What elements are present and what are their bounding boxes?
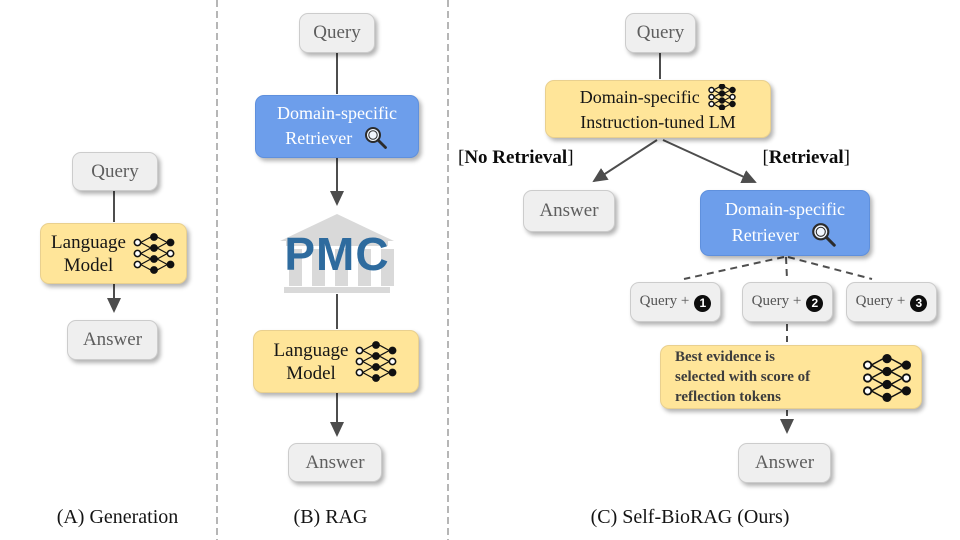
panel-c-evidence-selection-box: Best evidence is selected with score of … xyxy=(660,345,922,409)
answer-label: Answer xyxy=(754,452,815,473)
search-icon xyxy=(812,222,836,247)
language-model-label: Language Model xyxy=(273,339,349,384)
panel-a-answer-box: Answer xyxy=(67,320,158,360)
pmc-label: PMC xyxy=(284,228,390,280)
instruction-tuned-lm-label: Domain-specific Instruction-tuned LM xyxy=(580,83,736,135)
panel-c-query-box: Query xyxy=(625,13,696,53)
retrieval-label: [Retrieval] xyxy=(762,147,850,168)
panel-a-query-box: Query xyxy=(72,152,158,191)
language-model-label: Language Model xyxy=(51,231,126,276)
expanded-query-label: Query +2 xyxy=(752,293,824,312)
pmc-logo: PMC xyxy=(262,213,412,295)
retriever-label: Domain-specific Retriever xyxy=(277,102,397,151)
panel-c-answer-box: Answer xyxy=(738,443,831,483)
expanded-query-1-box: Query +1 xyxy=(630,282,721,322)
evidence-selection-label: Best evidence is selected with score of … xyxy=(675,349,811,405)
circled-number-2-icon: 2 xyxy=(806,294,824,312)
panel-b-caption: (B) RAG xyxy=(293,506,368,528)
panel-b-language-model-box: Language Model xyxy=(253,330,419,393)
panel-b-retriever-box: Domain-specific Retriever xyxy=(255,95,419,158)
expanded-query-label: Query +1 xyxy=(640,293,712,312)
panel-c-no-retrieval-answer-box: Answer xyxy=(523,190,615,232)
neural-network-icon xyxy=(863,354,912,402)
panel-c-retriever-box: Domain-specific Retriever xyxy=(700,190,870,256)
search-icon xyxy=(364,127,387,149)
answer-label: Answer xyxy=(539,200,599,221)
expanded-query-3-box: Query +3 xyxy=(846,282,937,322)
neural-network-icon xyxy=(708,83,736,110)
answer-label: Answer xyxy=(82,329,143,350)
panel-a-caption: (A) Generation xyxy=(56,506,179,528)
circled-number-3-icon: 3 xyxy=(910,294,928,312)
expanded-query-label: Query +3 xyxy=(856,293,928,312)
panel-b-answer-box: Answer xyxy=(288,443,382,482)
panel-c-caption: (C) Self-BioRAG (Ours) xyxy=(590,506,790,528)
query-label: Query xyxy=(636,22,685,43)
answer-label: Answer xyxy=(305,451,365,473)
neural-network-icon xyxy=(133,233,175,274)
retriever-label: Domain-specific Retriever xyxy=(725,198,845,249)
panel-c-instruction-tuned-lm-box: Domain-specific Instruction-tuned LM xyxy=(545,80,771,138)
no-retrieval-label: [No Retrieval] xyxy=(458,147,574,168)
circled-number-1-icon: 1 xyxy=(694,294,712,312)
panel-b-query-box: Query xyxy=(299,13,375,53)
query-label: Query xyxy=(91,160,139,182)
expanded-query-2-box: Query +2 xyxy=(742,282,833,322)
neural-network-icon xyxy=(356,341,397,382)
panel-a-language-model-box: Language Model xyxy=(40,223,187,284)
query-label: Query xyxy=(313,22,361,43)
